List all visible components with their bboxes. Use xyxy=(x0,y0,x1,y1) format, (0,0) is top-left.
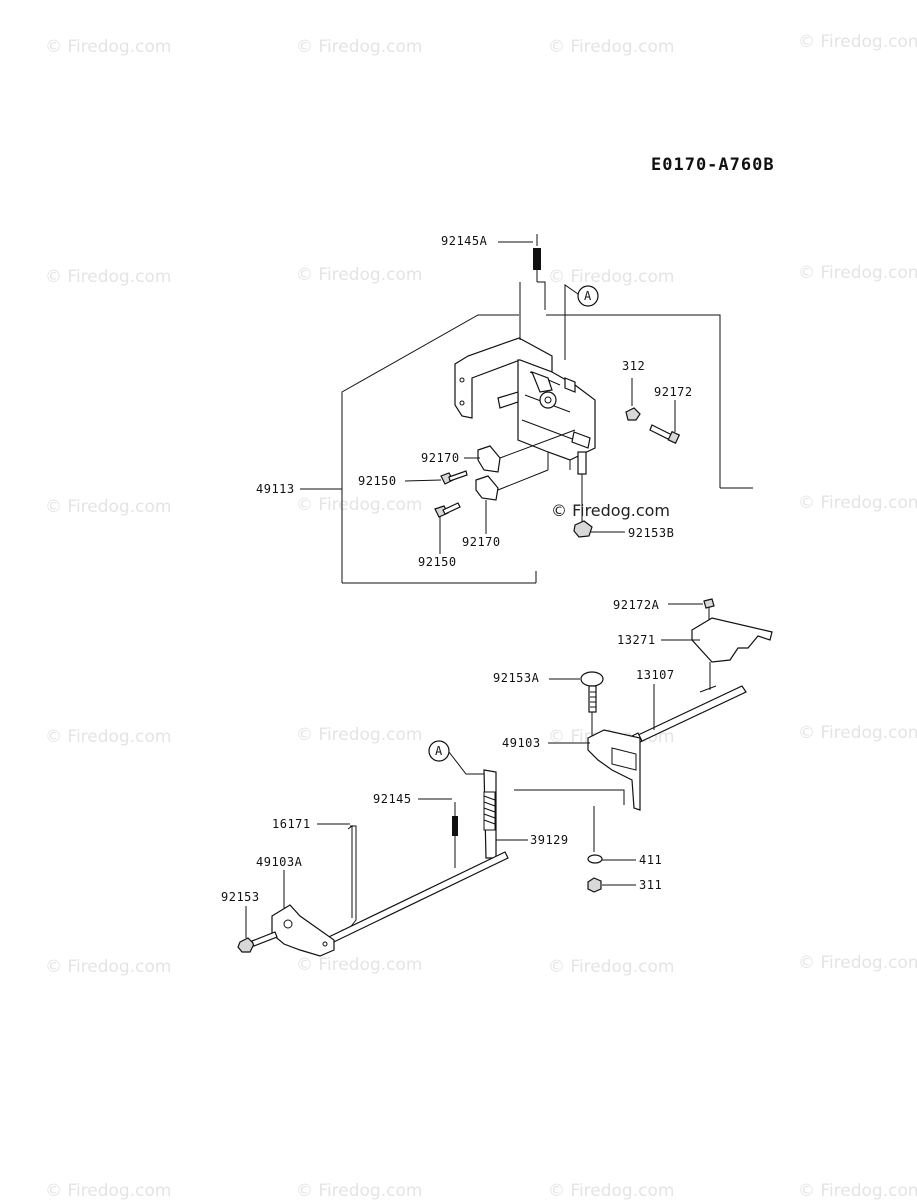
control-bracket xyxy=(454,337,596,470)
watermark: © Firedog.com xyxy=(296,955,422,975)
watermark: © Firedog.com xyxy=(45,37,171,57)
part-label-39129: 39129 xyxy=(530,833,569,847)
callout-a-bottom-label: A xyxy=(435,744,443,758)
watermark: © Firedog.com xyxy=(548,37,674,57)
callout-a-bottom xyxy=(428,740,450,762)
copyright-text: © Firedog.com xyxy=(551,501,670,520)
part-label-92172A: 92172A xyxy=(613,598,660,612)
diagram-code: E0170-A760B xyxy=(651,155,775,175)
part-label-92150-bot: 92150 xyxy=(418,555,457,569)
nut-312 xyxy=(625,407,641,421)
bracket-49103-window xyxy=(611,747,637,771)
part-label-49113: 49113 xyxy=(256,482,295,496)
part-label-92153B: 92153B xyxy=(628,526,674,540)
clamp-92170-bot xyxy=(475,475,499,501)
clamp-lines xyxy=(497,429,576,491)
part-label-49103: 49103 xyxy=(502,736,541,750)
part-label-49103A: 49103A xyxy=(256,855,303,869)
plate-49103A-pin xyxy=(322,941,328,947)
rod-16171-inner xyxy=(347,825,353,918)
leader-92150-top xyxy=(404,479,442,482)
watermark: © Firedog.com xyxy=(798,493,917,513)
plate-49103A-hole xyxy=(283,919,293,929)
assembly-outline-49113 xyxy=(341,314,753,584)
watermark: © Firedog.com xyxy=(296,725,422,745)
watermark: © Firedog.com xyxy=(798,263,917,283)
lever-bracket-49103 xyxy=(587,729,641,811)
watermark: © Firedog.com xyxy=(798,32,917,52)
spring-92145 xyxy=(452,802,458,868)
watermark: © Firedog.com xyxy=(296,1181,422,1200)
watermark: © Firedog.com xyxy=(45,267,171,287)
bolt-92153A xyxy=(580,671,604,852)
bolt-92172 xyxy=(649,424,681,445)
bolt-92153 xyxy=(237,931,278,953)
clamp-92170-top xyxy=(477,445,501,473)
part-label-92153: 92153 xyxy=(221,890,260,904)
bolt-92153B xyxy=(573,451,593,538)
watermark: © Firedog.com xyxy=(296,265,422,285)
part-label-13271: 13271 xyxy=(617,633,656,647)
part-label-16171: 16171 xyxy=(272,817,311,831)
watermark: © Firedog.com xyxy=(296,37,422,57)
watermark: © Firedog.com xyxy=(45,957,171,977)
part-label-92153A: 92153A xyxy=(493,671,540,685)
part-label-92150-top: 92150 xyxy=(358,474,397,488)
callout-a-top-leader xyxy=(564,284,579,360)
part-label-92170-bot: 92170 xyxy=(462,535,501,549)
watermark: © Firedog.com xyxy=(798,723,917,743)
part-label-92145A: 92145A xyxy=(441,234,488,248)
part-label-13107: 13107 xyxy=(636,668,675,682)
plate-49103A xyxy=(271,904,335,957)
part-label-312: 312 xyxy=(622,359,645,373)
watermark: © Firedog.com xyxy=(548,1181,674,1200)
part-label-92172: 92172 xyxy=(654,385,693,399)
spring-92145A xyxy=(519,234,546,340)
callout-a-bottom-leader xyxy=(448,751,484,775)
watermark: © Firedog.com xyxy=(548,957,674,977)
watermark: © Firedog.com xyxy=(548,267,674,287)
watermark: © Firedog.com xyxy=(45,497,171,517)
watermark: © Firedog.com xyxy=(45,1181,171,1200)
callout-a-top-label: A xyxy=(584,289,592,303)
part-label-411: 411 xyxy=(639,853,662,867)
bracket-49103-link xyxy=(514,789,625,805)
shaft-13107 xyxy=(629,685,747,746)
watermark: © Firedog.com xyxy=(798,1181,917,1200)
watermark-layer: © Firedog.com © Firedog.com © Firedog.co… xyxy=(45,32,917,1200)
rod-16171 xyxy=(342,825,357,931)
spring-bracket-39129 xyxy=(483,769,497,859)
bolt-92150-top xyxy=(440,470,468,485)
long-shaft xyxy=(309,851,509,953)
watermark: © Firedog.com xyxy=(45,727,171,747)
callout-a-top xyxy=(577,285,599,307)
watermark: © Firedog.com xyxy=(798,953,917,973)
plate-13271 xyxy=(691,617,773,663)
part-label-92170-top: 92170 xyxy=(421,451,460,465)
part-label-311: 311 xyxy=(639,878,662,892)
nut-311 xyxy=(587,877,602,893)
washer-411 xyxy=(587,854,603,864)
part-label-92145: 92145 xyxy=(373,792,412,806)
bolt-92150-bot xyxy=(434,502,461,518)
watermark: © Firedog.com xyxy=(296,495,422,515)
